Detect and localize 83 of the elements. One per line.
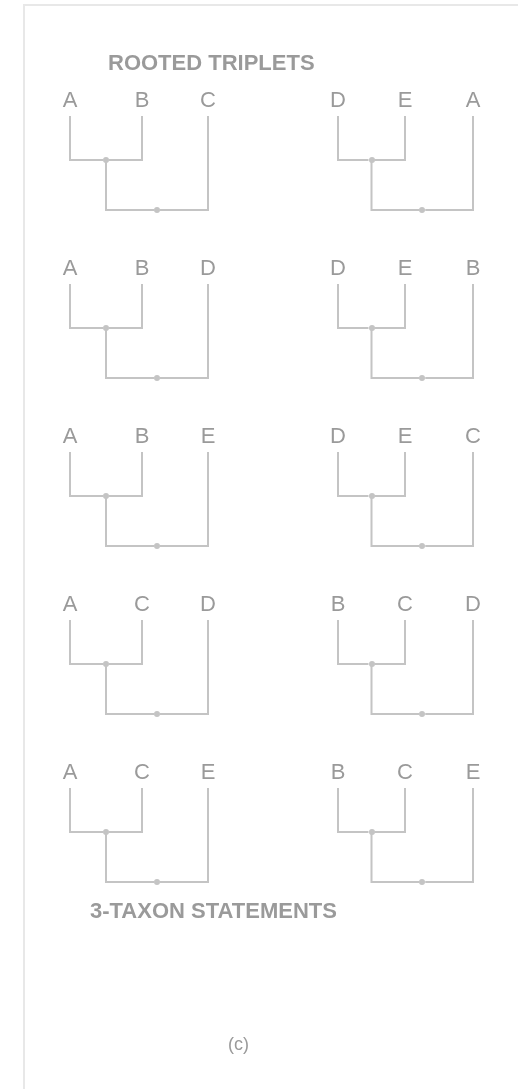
branch-point — [368, 493, 375, 499]
tree-branch — [108, 451, 143, 497]
taxon-label: C — [195, 87, 221, 113]
branch-point — [368, 325, 375, 331]
tree-branch — [337, 787, 370, 833]
tree-branch — [159, 115, 209, 211]
taxon-label: B — [325, 591, 351, 617]
branch-point — [419, 543, 426, 549]
taxon-label: D — [460, 591, 486, 617]
tree-branch — [373, 283, 406, 329]
tree-branch — [159, 451, 209, 547]
branch-point — [154, 543, 160, 549]
taxon-label: D — [325, 87, 351, 113]
tree-branch — [373, 115, 406, 161]
tree-branch — [337, 619, 370, 665]
tree-branch — [424, 283, 474, 379]
tree-branch — [373, 619, 406, 665]
taxon-label: B — [129, 255, 155, 281]
title: ROOTED TRIPLETS — [108, 50, 315, 76]
taxon-label: A — [57, 255, 83, 281]
taxon-label: B — [460, 255, 486, 281]
taxon-label: B — [129, 423, 155, 449]
taxon-label: D — [325, 423, 351, 449]
section-heading: 3-TAXON STATEMENTS — [90, 898, 337, 924]
taxon-label: B — [325, 759, 351, 785]
tree-branch — [337, 283, 370, 329]
branch-point — [154, 207, 160, 213]
tree-branch — [424, 787, 474, 883]
tree-branch — [159, 283, 209, 379]
tree-branch — [108, 787, 143, 833]
branch-point — [103, 661, 109, 667]
branch-point — [419, 879, 426, 885]
taxon-label: A — [57, 759, 83, 785]
tree-branch — [373, 451, 406, 497]
tree-branch — [337, 115, 370, 161]
branch-point — [419, 375, 426, 381]
taxon-label: C — [392, 759, 418, 785]
taxon-label: E — [195, 423, 221, 449]
tree-branch — [159, 619, 209, 715]
branch-point — [103, 493, 109, 499]
branch-point — [103, 157, 109, 163]
tree-branch — [424, 115, 474, 211]
taxon-label: C — [460, 423, 486, 449]
tree-branch — [108, 115, 143, 161]
branch-point — [154, 711, 160, 717]
taxon-label: E — [460, 759, 486, 785]
taxon-label: E — [392, 255, 418, 281]
tree-branch — [69, 787, 104, 833]
taxon-label: A — [460, 87, 486, 113]
taxon-label: C — [392, 591, 418, 617]
branch-point — [368, 829, 375, 835]
branch-point — [154, 375, 160, 381]
caption: (c) — [228, 1034, 249, 1055]
tree-branch — [424, 619, 474, 715]
tree-branch — [108, 283, 143, 329]
tree-branch — [108, 619, 143, 665]
tree-branch — [69, 451, 104, 497]
taxon-label: C — [129, 759, 155, 785]
taxon-label: A — [57, 87, 83, 113]
branch-point — [103, 829, 109, 835]
taxon-label: D — [195, 255, 221, 281]
taxon-label: E — [392, 87, 418, 113]
taxon-label: B — [129, 87, 155, 113]
taxon-label: D — [325, 255, 351, 281]
tree-branch — [424, 451, 474, 547]
tree-branch — [337, 451, 370, 497]
branch-point — [368, 157, 375, 163]
taxon-label: D — [195, 591, 221, 617]
tree-branch — [69, 283, 104, 329]
branch-point — [103, 325, 109, 331]
tree-branch — [159, 787, 209, 883]
taxon-label: A — [57, 591, 83, 617]
taxon-label: E — [195, 759, 221, 785]
branch-point — [419, 711, 426, 717]
branch-point — [368, 661, 375, 667]
branch-point — [419, 207, 426, 213]
tree-branch — [69, 619, 104, 665]
taxon-label: E — [392, 423, 418, 449]
taxon-label: A — [57, 423, 83, 449]
taxon-label: C — [129, 591, 155, 617]
branch-point — [154, 879, 160, 885]
tree-branch — [373, 787, 406, 833]
tree-branch — [69, 115, 104, 161]
